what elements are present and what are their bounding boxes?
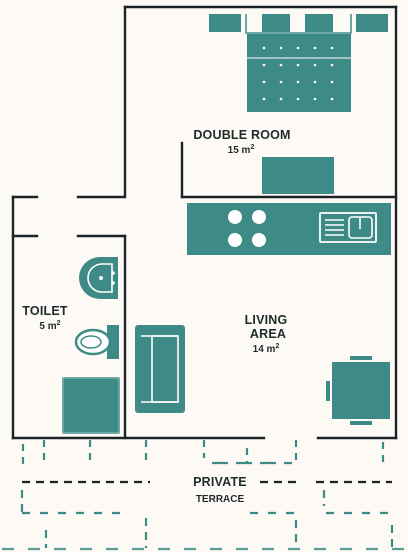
drain-icon xyxy=(99,276,103,280)
toilet-label: TOILET xyxy=(22,304,68,318)
counter-icon xyxy=(187,203,391,255)
toilet-tank-icon xyxy=(107,325,119,359)
kitchen-sink-icon xyxy=(319,212,377,243)
quilt-dot xyxy=(262,63,266,67)
terrace-label-line2: TERRACE xyxy=(196,494,245,505)
quilt-dot xyxy=(279,97,283,101)
quilt-dot xyxy=(313,80,317,84)
toilet-area: 5 m2 xyxy=(39,320,60,332)
quilt-dot xyxy=(330,80,334,84)
shower-tray-icon xyxy=(62,377,120,434)
toilet-bowl xyxy=(74,325,119,359)
dining-table-icon xyxy=(332,362,390,419)
quilt-dot xyxy=(330,97,334,101)
living-area-area: 14 m2 xyxy=(253,343,280,355)
quilt-dot xyxy=(279,63,283,67)
toilet-bowl-inner xyxy=(80,335,102,349)
double-room-label: DOUBLE ROOM xyxy=(193,128,290,142)
dresser-icon xyxy=(262,157,334,194)
quilt-dot xyxy=(313,97,317,101)
quilt-dot xyxy=(330,63,334,67)
toilet-seat-icon xyxy=(74,328,112,356)
bed-quilting xyxy=(262,46,334,101)
quilt-dot xyxy=(279,80,283,84)
terrace-label-line1: PRIVATE xyxy=(193,475,247,489)
quilt-dot xyxy=(296,80,300,84)
quilt-dot xyxy=(262,46,266,50)
pillow-mid-right-icon xyxy=(305,14,333,32)
stove-burner-icon xyxy=(228,233,242,247)
washbasin-icon xyxy=(79,257,118,299)
living-area-label-line1: LIVING xyxy=(245,313,288,327)
stove-burner-icon xyxy=(228,210,242,224)
bed-icon xyxy=(247,34,351,112)
quilt-dot xyxy=(313,46,317,50)
walls xyxy=(11,5,398,440)
chair-bottom-icon xyxy=(350,421,372,425)
sofa xyxy=(135,325,185,413)
stove-burner-icon xyxy=(252,210,266,224)
sink-basin-icon xyxy=(348,216,373,239)
pillow-right-icon xyxy=(356,14,388,32)
wall-bedroom-left xyxy=(76,5,127,199)
quilt-dot xyxy=(296,63,300,67)
pillow-left-icon xyxy=(209,14,241,32)
living-area-label-line2: AREA xyxy=(250,327,286,341)
shower-tray-rim xyxy=(62,377,120,434)
faucet-knob-icon xyxy=(111,281,115,285)
quilt-dot xyxy=(262,97,266,101)
quilt-dot xyxy=(262,80,266,84)
double-bed xyxy=(209,14,388,112)
faucet-knob-icon xyxy=(111,271,115,275)
quilt-dot xyxy=(330,46,334,50)
chair-left-icon xyxy=(326,381,330,401)
pillow-mid-left-icon xyxy=(262,14,290,32)
quilt-dot xyxy=(313,63,317,67)
washbasin-bowl xyxy=(87,263,113,293)
double-room-area: 15 m2 xyxy=(228,144,255,156)
quilt-dot xyxy=(296,46,300,50)
shower-tray xyxy=(62,377,120,434)
kitchen-counter xyxy=(187,203,391,255)
bathroom-sink xyxy=(79,257,118,299)
dining-set xyxy=(326,356,390,425)
headboard-frame xyxy=(245,14,352,34)
chair-top-icon xyxy=(350,356,372,360)
stove-burner-icon xyxy=(252,233,266,247)
quilt-dot xyxy=(296,97,300,101)
terrace-outline xyxy=(2,440,405,551)
quilt-dot xyxy=(279,46,283,50)
sofa-icon xyxy=(135,325,185,413)
